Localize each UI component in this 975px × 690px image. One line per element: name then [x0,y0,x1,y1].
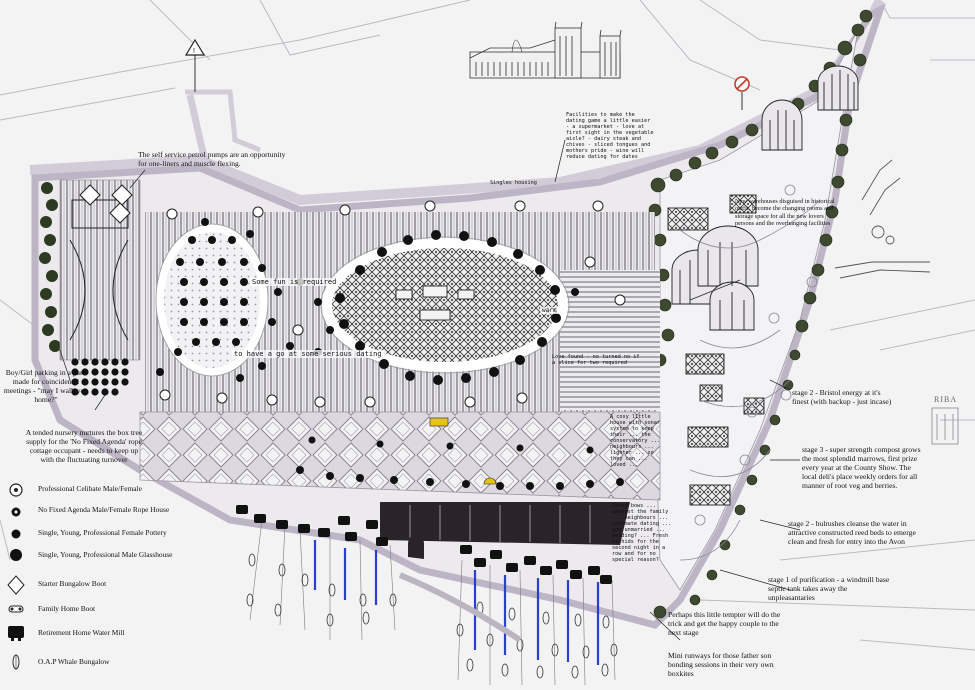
legend-text: No Fixed Agenda Male/Female Rope House [38,505,170,514]
riverside-sculpture [834,159,931,279]
note-dating-facilities: Facilities to make the dating game a lit… [566,112,654,160]
legend-text: Starter Bungalow Boot [38,579,107,588]
note-runways: Mini runways for those father son bondin… [668,651,774,678]
pottery-icon [11,529,21,539]
rope-houses [159,200,626,408]
legend-item-pottery: Single, Young, Professional Female Potte… [38,528,167,538]
legend-text: Single, Young, Professional Female Potte… [38,528,167,537]
runway-canals [313,540,600,665]
runway-strings [249,519,616,686]
legend-text: Retirement Home Water Mill [38,628,125,637]
legend-text: Professional Celibate Male/Female [38,484,142,493]
garden-plots [667,194,765,506]
rope-house-icon [11,507,21,517]
park-paths [679,184,821,561]
note-warehouses: New warehouses disguised in historical o… [735,198,835,228]
legend-text: Single, Young, Professional Male Glassho… [38,550,173,559]
note-stage1-purification: stage 1 of purification - a windmill bas… [768,575,890,602]
note-stage3-compost: stage 3 - super strength compost grows t… [802,445,921,490]
yellow-marker [429,417,449,427]
bungalow-boots [79,184,133,224]
note-nursery: A tended nursery nurtures the box tree s… [25,428,143,464]
gothic-warehouse-follies [671,65,859,331]
no-entry-sign-icon [734,76,750,110]
note-stage2-bulrushes: stage 2 - bulrushes cleanse the water in… [788,519,916,546]
small-oval-garden [156,224,268,376]
label-serious-dating: to have a go at some serious dating [232,350,384,358]
lattice-houses [296,436,624,490]
surrounding-roads [0,0,975,651]
water-mill-icon [8,626,24,641]
family-boot-icon [8,605,24,613]
legend-item-rope-house: No Fixed Agenda Male/Female Rope House [38,505,198,515]
note-tempter: Perhaps this little tempter will do the … [668,610,781,637]
oval-pavilions [395,285,475,321]
riba-emblem-icon [931,407,959,445]
runway-path [398,572,522,643]
svg-text:!: ! [193,48,195,55]
small-oval-houses [176,236,248,346]
nursery-grid [71,358,129,396]
legend-item-celibate: Professional Celibate Male/Female [38,484,142,494]
oval-ring-houses [335,230,561,385]
legend-item-boot: Starter Bungalow Boot [38,579,107,589]
water-mill-block [380,502,630,545]
tree-belt-left [39,182,61,352]
whale-icon [12,654,20,670]
note-sonar-house: A cosy little house with sonar system to… [610,414,660,468]
note-bows: Those bows ... amongst the family ... ne… [612,503,672,563]
celibate-icon [9,483,23,497]
leader-lines [59,139,801,641]
cathedral-elevation [469,21,622,79]
note-boy-girl-parking: Boy/Girl parking in a park made for coin… [3,368,89,404]
label-singles-housing: Singles housing [490,180,537,186]
note-stage2-energy: stage 2 - Bristol energy at it's finest … [792,388,892,406]
legend-item-glasshouse: Single, Young, Professional Male Glassho… [38,550,173,560]
glasshouse-icon [10,549,22,561]
note-petrol-pumps: The self service petrol pumps are an opp… [138,150,286,168]
yellow-arch [483,477,497,485]
warning-sign-icon: ! [184,38,206,92]
diamond-lattice-band [139,411,661,501]
legend-text: O.A.P Whale Bungalow [38,657,110,666]
boot-icon [7,575,25,595]
parking-curves [69,199,129,341]
legend-item-water-mill: Retirement Home Water Mill [38,628,125,638]
riverside-park [654,29,859,591]
water-mill-homes [236,505,612,584]
label-warm: warm [540,307,559,314]
legend-item-whale: O.A.P Whale Bungalow [38,657,110,667]
large-oval-garden [322,238,568,372]
legend-item-family-boot: Family Home Boot [38,604,96,614]
legend-text: Family Home Boot [38,604,96,613]
label-love-found: Love found - no turned no if a slice for… [552,354,640,366]
riba-label: RIBA [934,395,958,404]
legend-icons [7,483,25,670]
label-fun-required: Some fun is required [250,278,339,286]
